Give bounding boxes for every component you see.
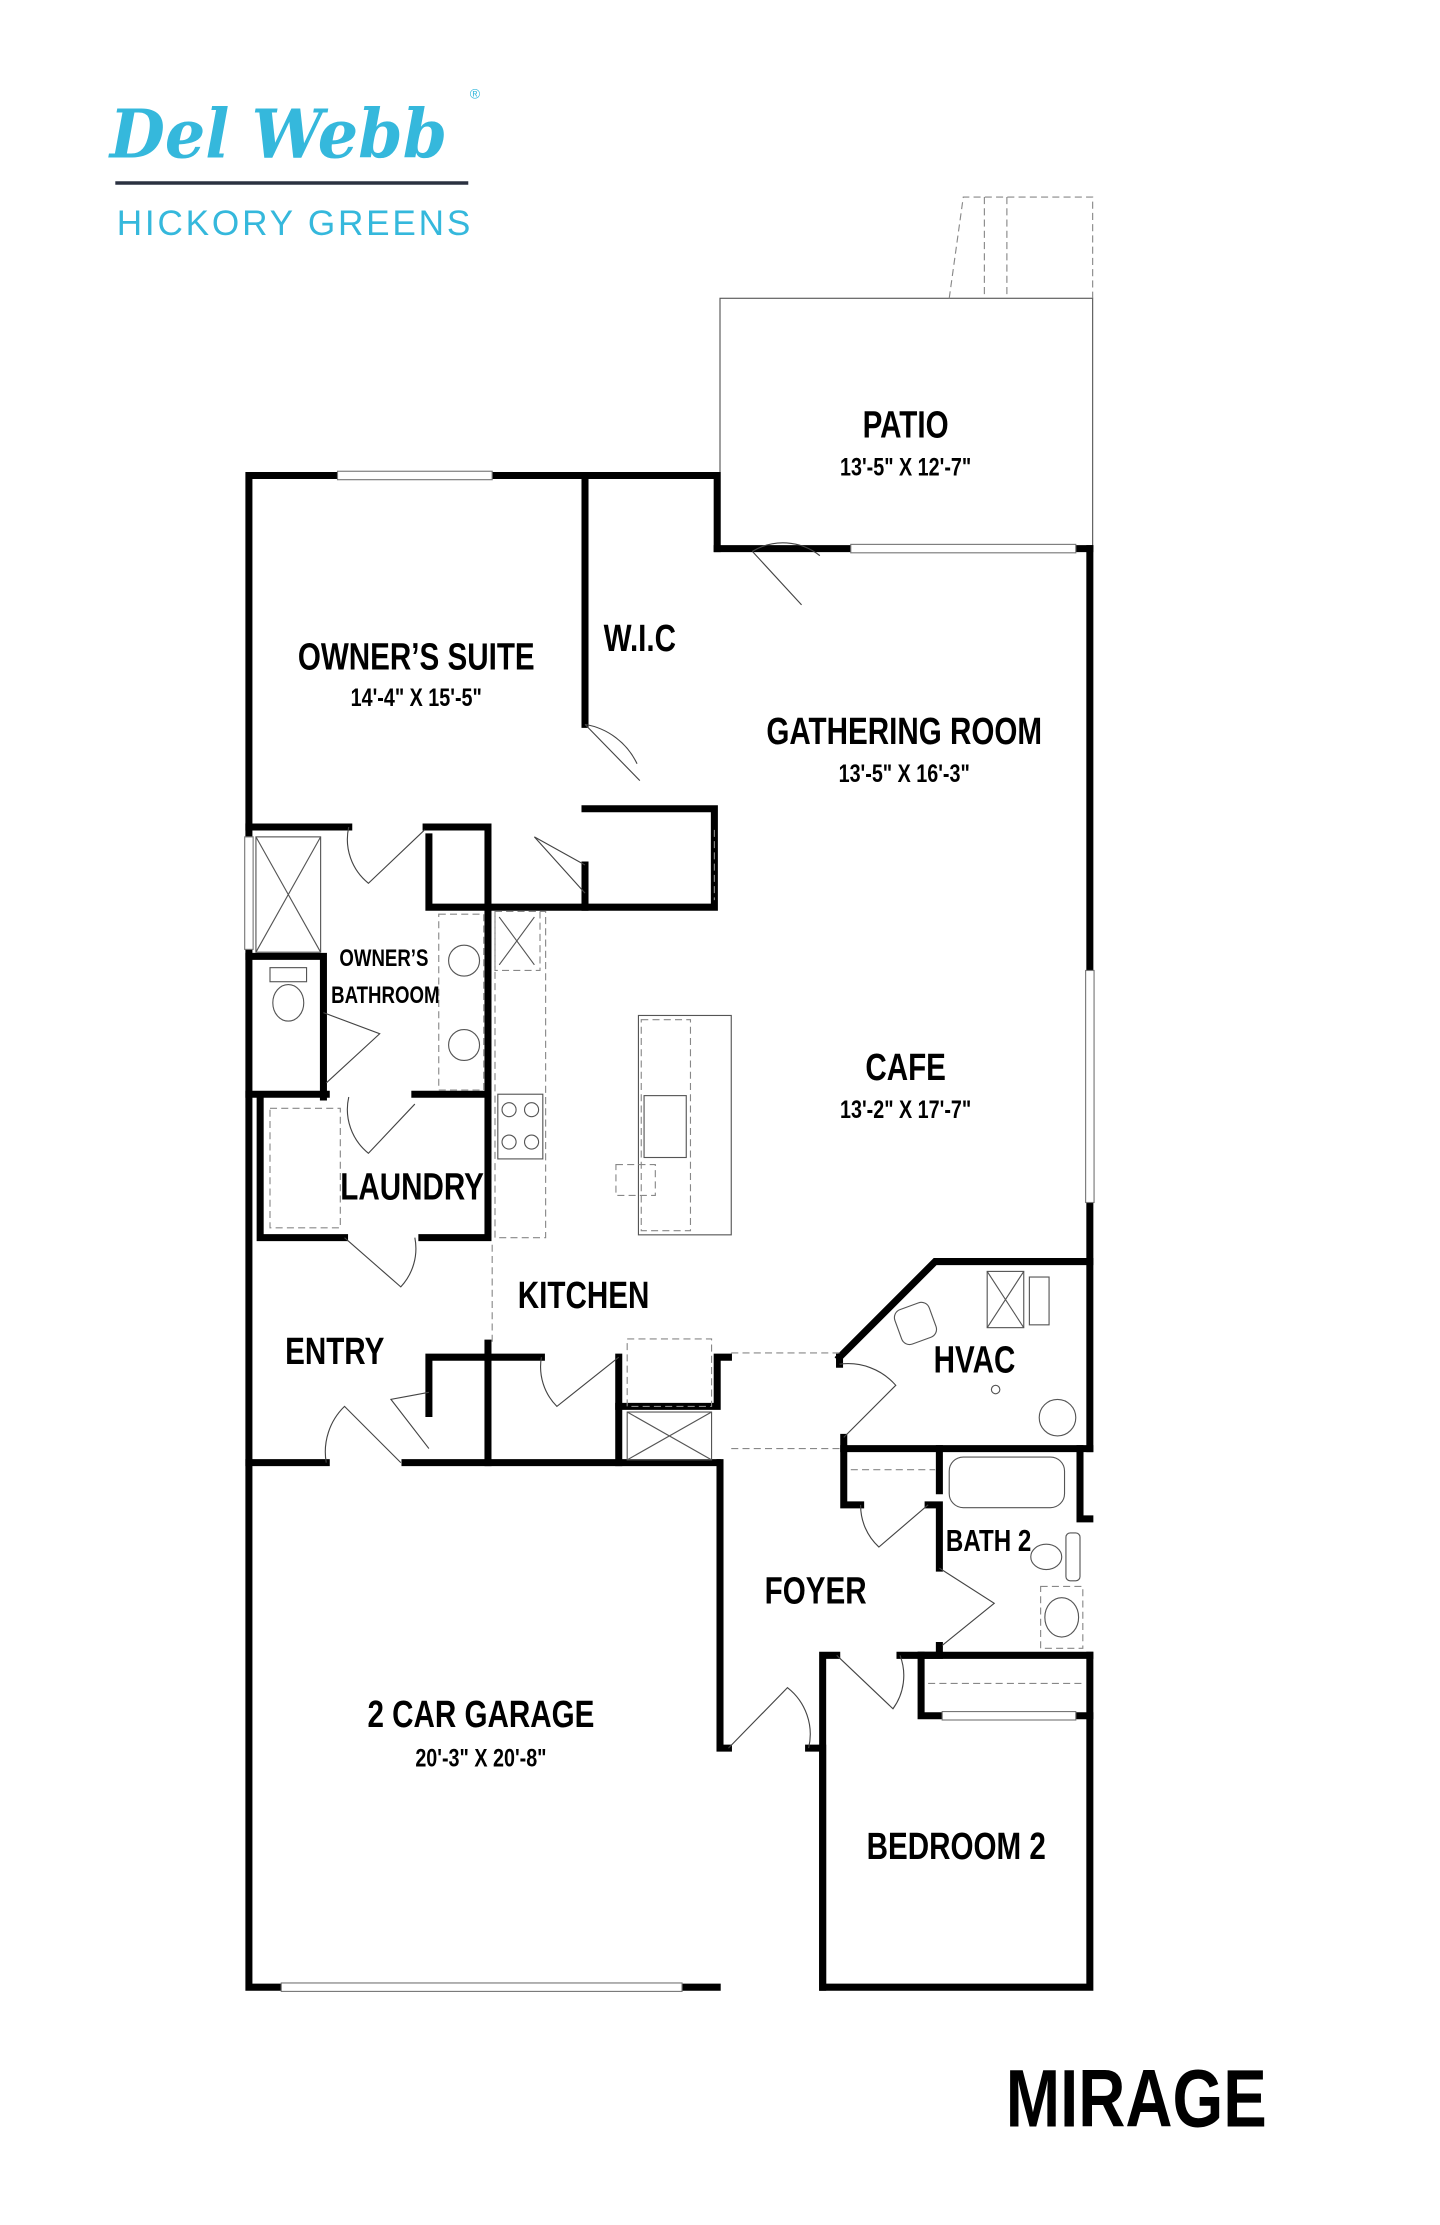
patio-label: PATIO — [863, 404, 949, 446]
kitchen-label: KITCHEN — [518, 1275, 650, 1317]
logo-community: HICKORY GREENS — [117, 204, 473, 243]
gathering-room-dims: 13'-5" X 16'-3" — [839, 759, 970, 788]
patio-dims: 13'-5" X 12'-7" — [840, 452, 971, 481]
laundry-label: LAUNDRY — [340, 1166, 484, 1208]
foyer-label: FOYER — [765, 1570, 867, 1612]
logo-brand: Del Webb — [108, 95, 447, 174]
hvac-label: HVAC — [934, 1339, 1016, 1381]
owners-suite-label: OWNER’S SUITE — [298, 636, 535, 678]
room-labels: PATIO 13'-5" X 12'-7" OWNER’S SUITE 14'-… — [285, 404, 1046, 1868]
doors — [323, 542, 996, 1749]
owners-bathroom-label-line2: BATHROOM — [331, 982, 439, 1009]
bath2-label: BATH 2 — [946, 1523, 1031, 1558]
cafe-dims: 13'-2" X 17'-7" — [840, 1095, 971, 1124]
gathering-room-label: GATHERING ROOM — [766, 711, 1042, 753]
owners-suite-dims: 14'-4" X 15'-5" — [351, 683, 482, 712]
windows — [244, 470, 1095, 1992]
garage-label: 2 CAR GARAGE — [367, 1694, 594, 1736]
fixtures — [255, 829, 1084, 1685]
garage-dims: 20'-3" X 20'-8" — [415, 1743, 546, 1772]
cafe-label: CAFE — [865, 1047, 946, 1089]
entry-label: ENTRY — [285, 1331, 384, 1373]
patio-area — [719, 196, 1094, 550]
del-webb-logo: Del Webb ® HICKORY GREENS — [108, 86, 481, 243]
owners-bathroom-label-line1: OWNER’S — [339, 945, 428, 972]
bedroom2-label: BEDROOM 2 — [867, 1826, 1046, 1868]
model-name: MIRAGE — [1006, 2052, 1267, 2144]
registered-mark: ® — [470, 86, 481, 102]
wic-label: W.I.C — [604, 618, 676, 660]
